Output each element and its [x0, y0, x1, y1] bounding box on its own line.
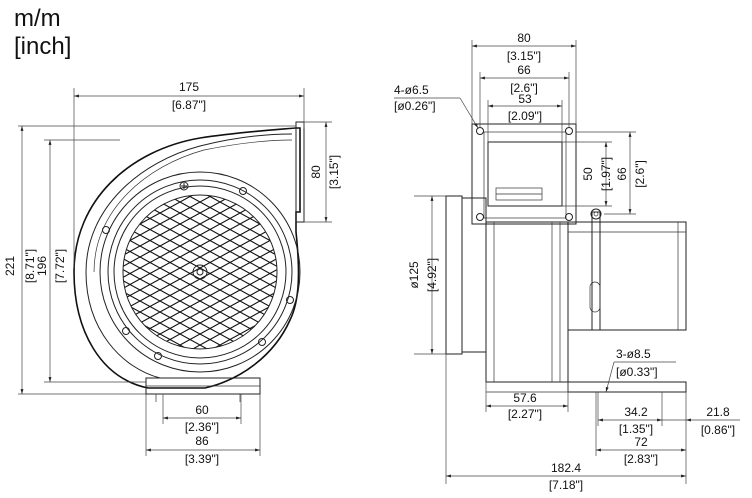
- side-total-mm: 182.4: [551, 461, 581, 475]
- side-inlet-dia-mm: ø125: [407, 261, 421, 289]
- side-mount-holes-label: 3-ø8.5: [616, 347, 651, 361]
- front-inner-height-mm: 196: [35, 256, 49, 276]
- side-mount-b-mm: 21.8: [706, 405, 730, 419]
- front-inner-height-in: [7.72"]: [53, 249, 67, 283]
- side-mount-a-in: [1.35"]: [619, 422, 653, 436]
- side-flange-inner-mm: 53: [518, 92, 532, 106]
- side-flange-width-mm: 80: [517, 31, 531, 45]
- side-motor-in: [2.83"]: [624, 452, 658, 466]
- side-holes-label: 4-ø6.5: [394, 83, 429, 97]
- side-outlet-h-mm: 50: [581, 167, 595, 181]
- front-height-in: [8.71"]: [23, 249, 37, 283]
- side-mount-holes-in: [ø0.33"]: [616, 365, 658, 379]
- side-flange-h-in: [2.6"]: [633, 160, 647, 188]
- side-flange-mid-mm: 66: [517, 63, 531, 77]
- units-primary: m/m: [14, 5, 61, 32]
- side-mount-a-mm: 34.2: [624, 405, 648, 419]
- side-body-depth-mm: 57.6: [513, 391, 537, 405]
- front-width-mm: 175: [179, 80, 199, 94]
- front-outlet-in: [3.15"]: [327, 155, 341, 189]
- side-body-depth-in: [2.27"]: [508, 407, 542, 421]
- side-view: 80 [3.15"] 66 [2.6"] 53 [2.09"] 4-ø6.5 […: [394, 31, 740, 492]
- side-total-in: [7.18"]: [549, 478, 583, 492]
- side-motor-mm: 72: [634, 435, 648, 449]
- front-outlet-mm: 80: [309, 165, 323, 179]
- side-flange-mid-in: [2.6"]: [510, 81, 538, 95]
- front-base-outer-in: [3.39"]: [185, 452, 219, 466]
- side-flange-inner-in: [2.09"]: [508, 109, 542, 123]
- side-inlet-dia-in: [4.92"]: [425, 258, 439, 292]
- front-width-in: [6.87"]: [172, 98, 206, 112]
- front-height-mm: 221: [3, 256, 17, 276]
- side-outlet-h-in: [1.97"]: [599, 157, 613, 191]
- front-base-inner-mm: 60: [195, 403, 209, 417]
- front-base-outer-mm: 86: [195, 434, 209, 448]
- front-base-inner-in: [2.36"]: [185, 420, 219, 434]
- side-mount-b-in: [0.86"]: [701, 423, 735, 437]
- side-flange-width-in: [3.15"]: [507, 49, 541, 63]
- units-secondary: [inch]: [14, 33, 71, 60]
- front-view: 175 [6.87"] 80 [3.15"] 221 [8.71"] 196 […: [3, 80, 341, 466]
- side-flange-h-mm: 66: [615, 167, 629, 181]
- side-holes-in: [ø0.26"]: [394, 99, 436, 113]
